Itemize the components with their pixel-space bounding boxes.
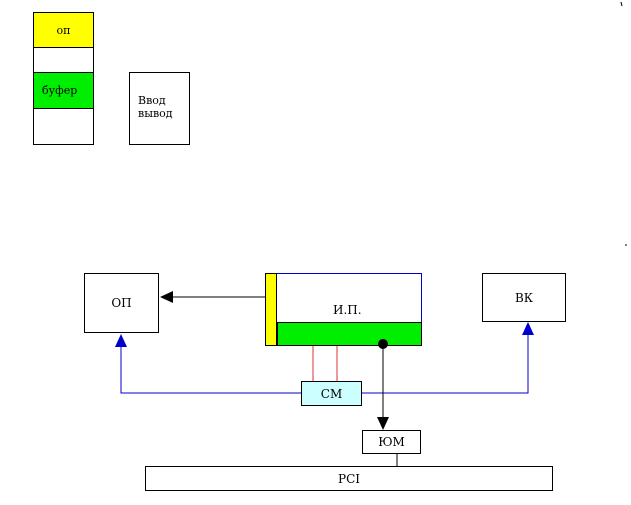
cm-label: СМ	[320, 386, 343, 401]
cm-to-op-arrowhead	[115, 334, 127, 347]
yum-box: ЮМ	[362, 430, 421, 454]
cm-to-vk-arrowhead	[522, 322, 534, 335]
stray-mark-top	[620, 1, 623, 7]
legend-buffer-label: буфер	[42, 84, 78, 97]
ip-to-op-arrowhead	[160, 291, 173, 303]
legend-op-cell: оп	[33, 12, 94, 48]
legend-buffer-cell: буфер	[33, 72, 94, 109]
legend-io-line2: вывод	[138, 107, 173, 120]
pci-bus: PCI	[145, 466, 553, 491]
ip-green-strip	[277, 322, 422, 346]
op-label: ОП	[111, 296, 132, 310]
pci-label: PCI	[338, 471, 360, 486]
ip-buffer-strip	[265, 273, 277, 346]
cm-to-vk-bus	[362, 335, 529, 394]
legend-io-line1: Ввод	[138, 94, 166, 107]
vk-box: ВК	[482, 273, 566, 322]
yum-label: ЮМ	[378, 435, 405, 449]
cm-box: СМ	[301, 381, 362, 406]
op-box: ОП	[84, 273, 159, 333]
vk-label: ВК	[514, 290, 534, 305]
cm-to-op-bus	[120, 346, 301, 394]
ip-label: И.П.	[333, 303, 362, 317]
ip-to-yum-arrowhead	[377, 417, 389, 430]
legend-op-label: оп	[56, 23, 71, 37]
legend-io-box: Ввод вывод	[129, 72, 190, 145]
